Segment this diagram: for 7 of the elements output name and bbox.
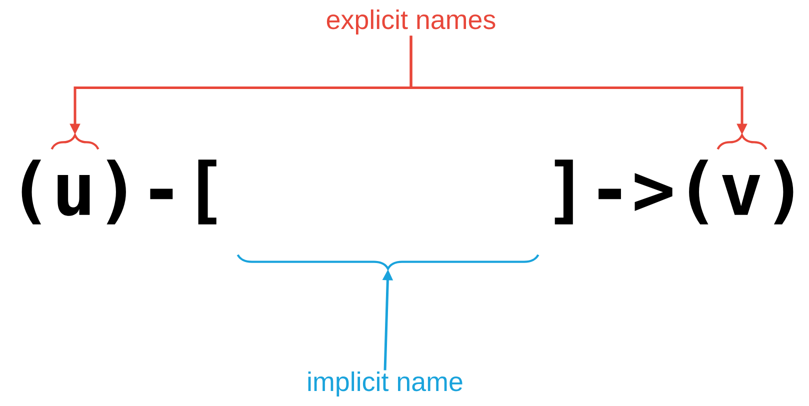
code-text: (u)-[ — [22, 160, 216, 224]
curly-brace — [716, 134, 768, 150]
curly-brace — [236, 254, 540, 270]
code-text: ]->(v) — [554, 160, 794, 224]
curly-brace — [50, 134, 100, 150]
annotation-text: explicit names — [326, 9, 496, 35]
annotation-text: implicit name — [308, 371, 462, 397]
